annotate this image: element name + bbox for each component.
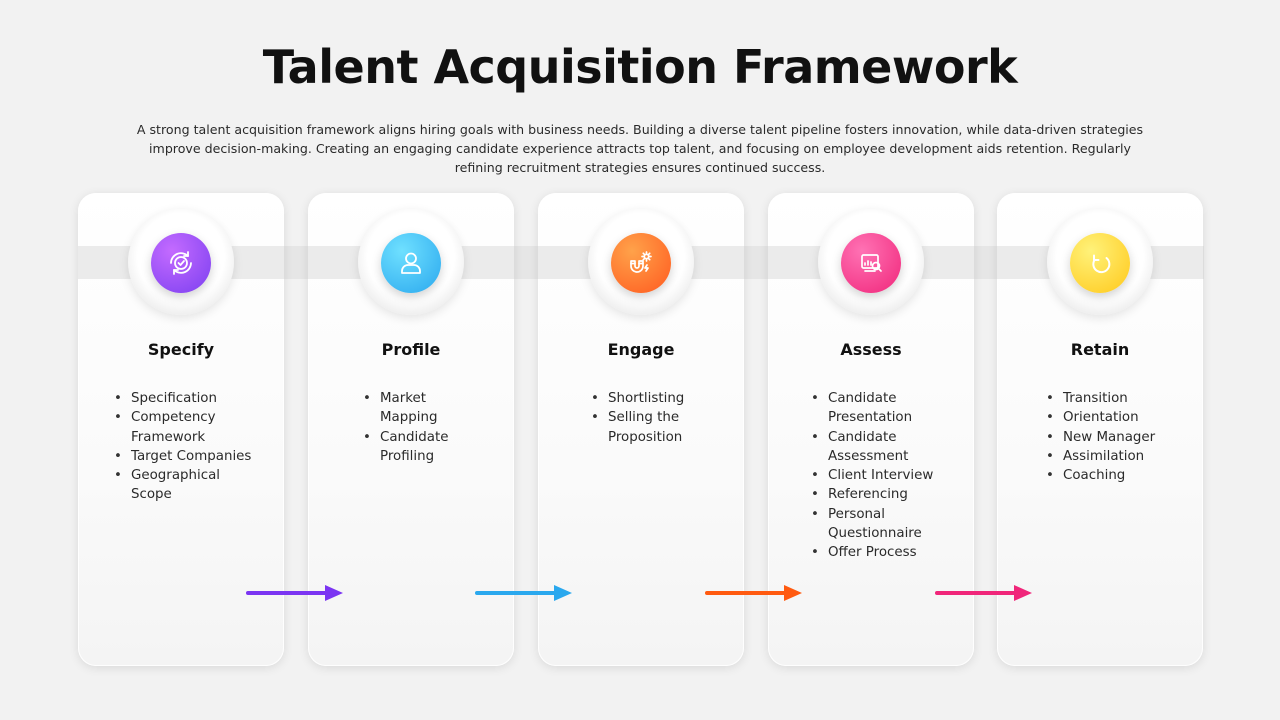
stage-title: Profile bbox=[381, 340, 441, 359]
magnet-gear-icon bbox=[611, 233, 671, 293]
stage-card-engage: Engage Shortlisting Selling the Proposit… bbox=[538, 193, 744, 666]
list-item: Target Companies bbox=[114, 447, 271, 467]
list-item: Candidate Profiling bbox=[363, 428, 460, 467]
target-cycle-icon bbox=[151, 233, 211, 293]
stage-item-list: Transition Orientation New Manager Assim… bbox=[1046, 389, 1193, 486]
arrow-right-icon bbox=[246, 585, 343, 601]
list-item: Client Interview bbox=[811, 466, 968, 486]
list-item: Market Mapping bbox=[363, 389, 450, 428]
stage-title: Engage bbox=[607, 340, 675, 359]
list-item: New Manager bbox=[1046, 428, 1193, 448]
list-item: Assimilation bbox=[1046, 447, 1193, 467]
list-item: Personal Questionnaire bbox=[811, 505, 928, 544]
stage-card-specify: Specify Specification Competency Framewo… bbox=[78, 193, 284, 666]
stage-card-retain: Retain Transition Orientation New Manage… bbox=[997, 193, 1203, 666]
assessment-chart-icon bbox=[841, 233, 901, 293]
list-item: Offer Process bbox=[811, 543, 968, 563]
list-item: Referencing bbox=[811, 485, 968, 505]
stage-item-list: Candidate Presentation Candidate Assessm… bbox=[811, 389, 968, 563]
list-item: Candidate Assessment bbox=[811, 428, 918, 467]
list-item: Orientation bbox=[1046, 408, 1193, 428]
user-icon bbox=[381, 233, 441, 293]
stage-item-list: Shortlisting Selling the Proposition bbox=[591, 389, 718, 447]
arrow-right-icon bbox=[705, 585, 802, 601]
list-item: Transition bbox=[1046, 389, 1193, 409]
list-item: Specification bbox=[114, 389, 271, 409]
stage-item-list: Market Mapping Candidate Profiling bbox=[363, 389, 480, 467]
stage-card-profile: Profile Market Mapping Candidate Profili… bbox=[308, 193, 514, 666]
page-description: A strong talent acquisition framework al… bbox=[136, 122, 1144, 175]
refresh-cycle-icon bbox=[1070, 233, 1130, 293]
list-item: Candidate Presentation bbox=[811, 389, 918, 428]
list-item: Geographical Scope bbox=[114, 466, 231, 505]
stage-title: Specify bbox=[147, 340, 215, 359]
list-item: Shortlisting bbox=[591, 389, 718, 409]
list-item: Competency Framework bbox=[114, 408, 231, 447]
stage-card-assess: Assess Candidate Presentation Candidate … bbox=[768, 193, 974, 666]
list-item: Selling the Proposition bbox=[591, 408, 700, 447]
stage-item-list: Specification Competency Framework Targe… bbox=[114, 389, 271, 505]
page-title: Talent Acquisition Framework bbox=[262, 40, 1018, 94]
list-item: Coaching bbox=[1046, 466, 1193, 486]
stage-title: Assess bbox=[840, 340, 902, 359]
stage-title: Retain bbox=[1070, 340, 1130, 359]
arrow-right-icon bbox=[935, 585, 1032, 601]
arrow-right-icon bbox=[475, 585, 572, 601]
